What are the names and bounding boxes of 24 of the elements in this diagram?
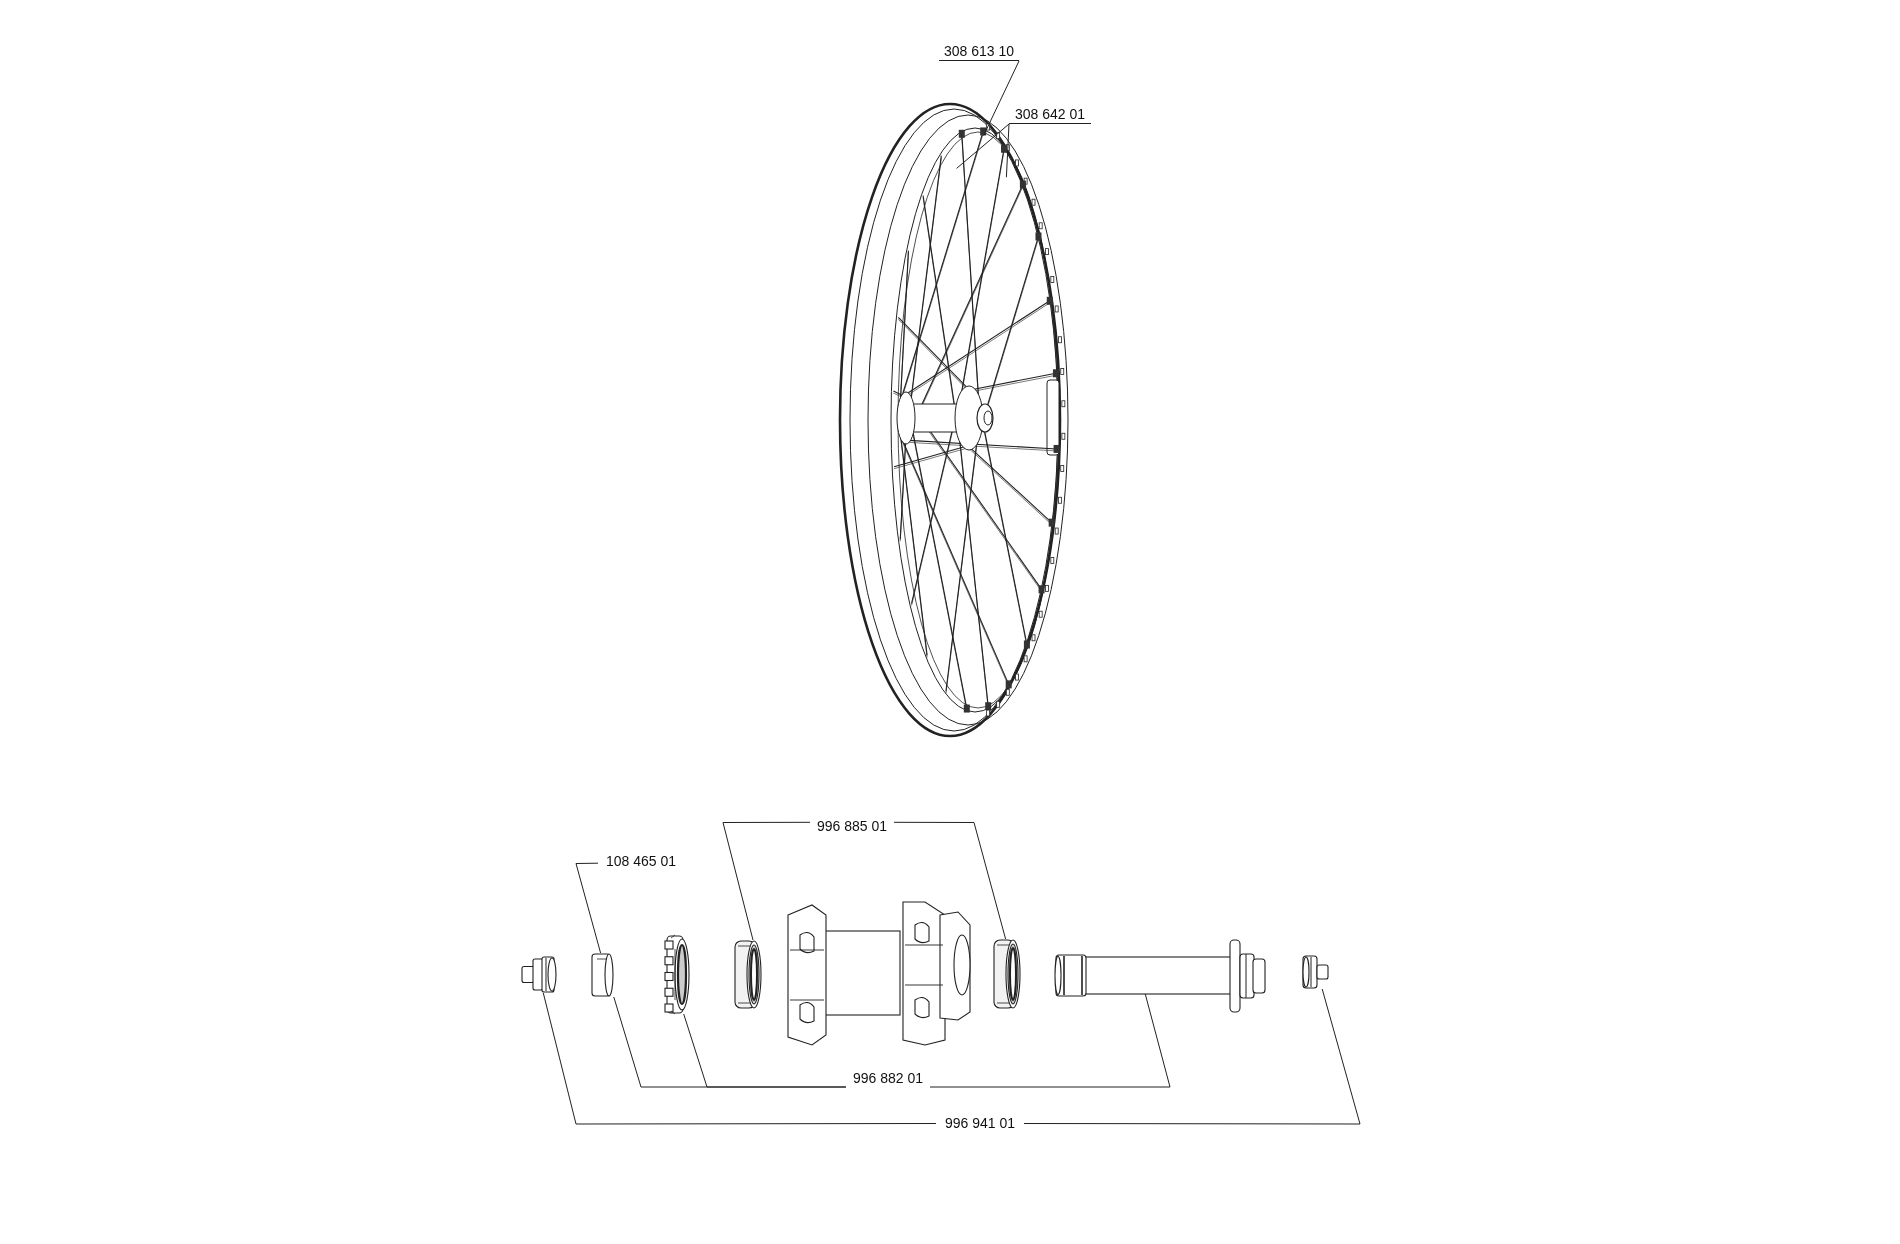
leader-line [1023,988,1361,1125]
lock-ring-drawing [665,935,691,1014]
leader-line [722,821,811,941]
leader-line [575,862,602,954]
spacer-drawing [591,953,615,997]
bearing-drawing [993,939,1021,1009]
rim-drawing [838,102,1069,738]
axle-drawing [1054,939,1266,1013]
part-number: 308 613 10 [939,43,1019,61]
part-number: 108 465 01 [598,853,684,870]
leader-line [683,1013,847,1088]
leader-line [956,123,1010,169]
part-number: 308 642 01 [1009,106,1091,124]
part-number: 996 882 01 [846,1070,930,1087]
leader-line [983,60,1020,137]
bearing-drawing [734,940,762,1009]
part-number: 996 941 01 [936,1115,1024,1132]
leader-line [893,821,1007,940]
leader-line [542,992,937,1125]
end-cap-drawing [521,956,557,993]
end-cap-drawing [1302,955,1330,989]
part-number: 996 885 01 [810,818,894,835]
leader-line [1005,123,1010,178]
leader-line [929,993,1171,1088]
